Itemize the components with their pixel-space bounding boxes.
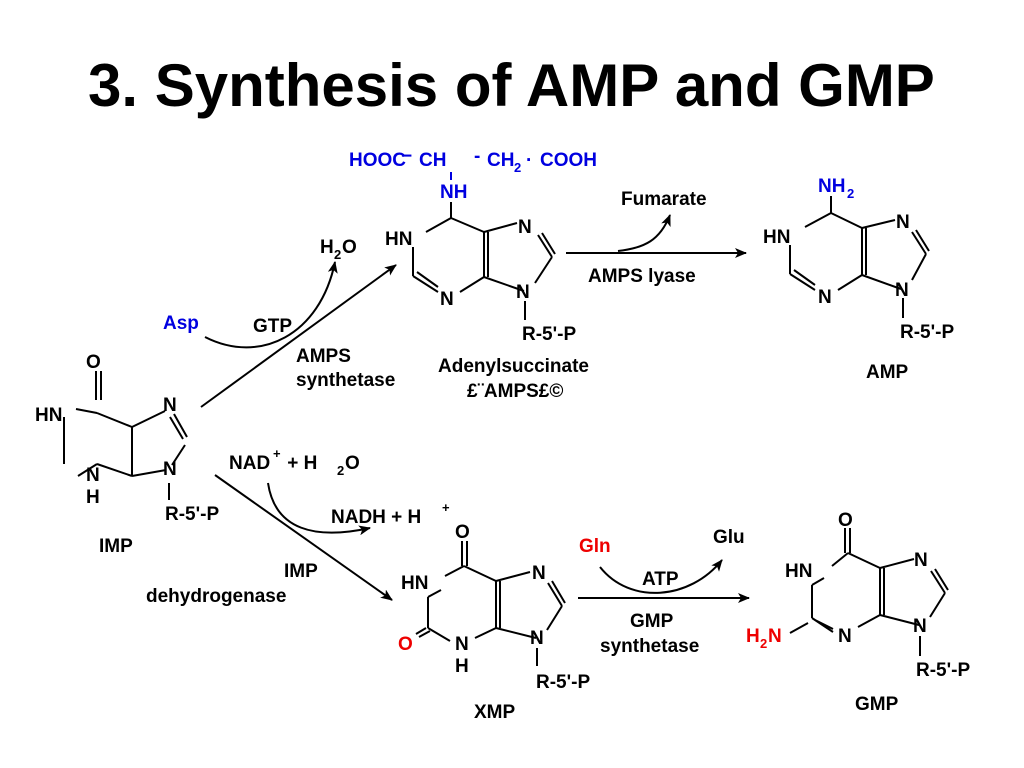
imp-r: R-5'-P (165, 504, 219, 525)
side-cooh: COOH (540, 150, 597, 171)
gmp-h2n-h: H (746, 626, 760, 647)
xmp-h3: H (455, 656, 469, 677)
adenylsuccinate-n9: N (516, 282, 530, 303)
gmp-structure: O HN N N N H 2 N R-5'-P GMP (746, 510, 970, 715)
side-ch2: CH (487, 150, 514, 171)
gmp-hn: HN (785, 561, 812, 582)
adenylsuccinate-r: R-5'-P (522, 324, 576, 345)
glu-label: Glu (713, 527, 745, 548)
amp-n9: N (895, 280, 909, 301)
gmp-n7: N (914, 550, 928, 571)
amp-hn: HN (763, 227, 790, 248)
side-dash2: - (474, 146, 480, 167)
side-hooc: HOOC (349, 150, 406, 171)
amp-r: R-5'-P (900, 322, 954, 343)
xmp-label: XMP (474, 702, 516, 723)
xmp-o6: O (455, 522, 470, 543)
adenylsuccinate-n7: N (518, 217, 532, 238)
adenylsuccinate-n3: N (440, 289, 454, 310)
adenylsuccinate-structure: HOOC − CH - CH 2 · COOH NH HN N N N R-5'… (349, 146, 597, 402)
nadh-label: NADH + H (331, 507, 421, 528)
gmp-o6: O (838, 510, 853, 531)
amp-structure: NH 2 HN N N N R-5'-P AMP (763, 176, 954, 383)
side-ch: CH (419, 150, 446, 171)
nadh-sup: + (442, 500, 450, 515)
reaction-imp-dehydrogenase: NAD + + H 2 O NADH + H + IMP dehydrogena… (146, 446, 450, 607)
nad-label: NAD (229, 453, 270, 474)
gtp-label: GTP (253, 316, 292, 337)
atp-label: ATP (642, 569, 679, 590)
curve-fumarate (617, 214, 671, 252)
imp-hn: HN (35, 405, 62, 426)
xmp-hn: HN (401, 573, 428, 594)
nad-h2o-o: O (345, 453, 360, 474)
xmp-r: R-5'-P (536, 672, 590, 693)
xmp-n7: N (532, 563, 546, 584)
arrow-imp-to-amps (200, 264, 397, 408)
h2o-h: H (320, 237, 334, 258)
gln-label: Gln (579, 536, 611, 557)
gmp-r: R-5'-P (916, 660, 970, 681)
nad-sup: + (273, 446, 281, 461)
reaction-amps-lyase: Fumarate AMPS lyase (566, 189, 747, 287)
side-dash1: − (401, 146, 412, 167)
amps-synthetase-line2: synthetase (296, 370, 395, 391)
imp-label: IMP (99, 536, 133, 557)
h2o-o: O (342, 237, 357, 258)
xmp-n9: N (530, 628, 544, 649)
imp-n7: N (163, 395, 177, 416)
adenylsuccinate-nh: NH (440, 182, 467, 203)
imp-n9: N (163, 459, 177, 480)
curve-nad-to-nadh (267, 482, 371, 536)
amps-synthetase-line1: AMPS (296, 346, 351, 367)
xmp-o2: O (398, 634, 413, 655)
adenylsuccinate-label: Adenylsuccinate (438, 356, 589, 377)
slide-title: 3. Synthesis of AMP and GMP (88, 52, 935, 119)
reaction-amps-synthetase: Asp GTP H 2 O AMPS synthetase (163, 237, 397, 408)
h2o-sub: 2 (334, 247, 341, 262)
imp-h3: H (86, 487, 100, 508)
gmp-label: GMP (855, 694, 899, 715)
amp-label: AMP (866, 362, 909, 383)
imp-n3: N (86, 465, 100, 486)
curve-gln-to-glu (599, 559, 723, 594)
gmp-n3: N (838, 626, 852, 647)
imp-structure: O HN N N N H R-5'-P IMP (35, 352, 219, 557)
adenylsuccinate-abbrev: £¨AMPS£© (467, 381, 563, 402)
adenylsuccinate-hn: HN (385, 229, 412, 250)
amp-n7: N (896, 212, 910, 233)
amp-n3: N (818, 287, 832, 308)
gmp-h2n-n: N (768, 626, 782, 647)
asp-label: Asp (163, 313, 199, 334)
amp-nh2: NH (818, 176, 845, 197)
imp-dehydrogenase-line2: dehydrogenase (146, 586, 286, 607)
curve-asp-to-h2o (204, 261, 338, 349)
side-dot: · (526, 150, 532, 171)
imp-o: O (86, 352, 101, 373)
arrow-imp-to-xmp (214, 474, 393, 601)
side-ch2-sub: 2 (514, 160, 521, 175)
fumarate-label: Fumarate (621, 189, 707, 210)
amps-lyase-label: AMPS lyase (588, 266, 696, 287)
gmp-h2n-sub: 2 (760, 636, 767, 651)
nad-plus-h: + H (282, 453, 317, 474)
imp-dehydrogenase-line1: IMP (284, 561, 318, 582)
gmp-synthetase-line2: synthetase (600, 636, 699, 657)
gmp-n9: N (913, 616, 927, 637)
nad-h2o-sub: 2 (337, 463, 344, 478)
xmp-structure: O HN N N O N H R-5'-P XMP (398, 522, 590, 723)
amp-nh2-sub: 2 (847, 186, 854, 201)
gmp-synthetase-line1: GMP (630, 611, 674, 632)
xmp-n3: N (455, 634, 469, 655)
reaction-gmp-synthetase: Gln Glu ATP GMP synthetase (578, 527, 750, 657)
